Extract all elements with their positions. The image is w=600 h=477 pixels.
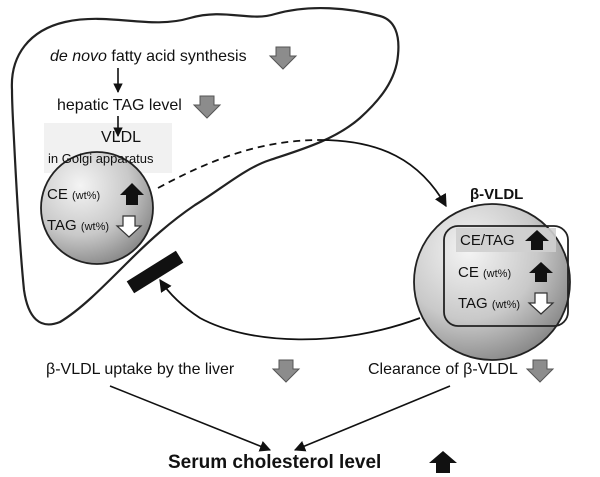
vldl-ce-unit: (wt%) (72, 190, 101, 202)
uptake-label: β-VLDL uptake by the liver (46, 361, 235, 378)
vldl-tag-label: TAG (wt%) (47, 218, 109, 233)
vldl-particle (40, 151, 154, 265)
vldl-ce-up-icon (120, 183, 144, 205)
synthesis-italic-text: de novo (50, 48, 107, 65)
beta-tag-unit: (wt%) (491, 299, 521, 311)
hepatic-tag-label: hepatic TAG level (57, 97, 182, 114)
vldl-label: VLDL (101, 129, 142, 146)
receptor-block (126, 250, 184, 294)
vldl-tag-unit: (wt%) (80, 221, 110, 233)
beta-ce-unit: (wt%) (483, 268, 512, 280)
beta-vldl-title: β-VLDL (470, 186, 524, 203)
clearance-down-icon (525, 359, 555, 383)
serum-up-icon (429, 451, 457, 473)
beta-vldl-inner-box (443, 225, 569, 327)
beta-tag-down-icon (527, 292, 555, 315)
uptake-down-icon (271, 359, 301, 383)
secretion-dashed-path (157, 139, 321, 189)
uptake-to-serum-arrow (109, 385, 272, 452)
beta-ce-label: CE (wt%) (458, 265, 511, 280)
ratio-up-icon (525, 230, 549, 250)
synthesis-rest-text: fatty acid synthesis (111, 48, 247, 65)
ratio-label: CE/TAG (460, 232, 515, 249)
serum-label: Serum cholesterol level (168, 452, 382, 473)
clearance-to-serum-arrow (293, 385, 451, 452)
hepatic-tag-down-icon (192, 95, 222, 119)
beta-ce-up-icon (529, 262, 553, 282)
vldl-ce-text: CE (47, 186, 68, 203)
beta-tag-label: TAG (wt%) (458, 296, 520, 311)
beta-ce-text: CE (458, 264, 479, 281)
vldl-ce-label: CE (wt%) (47, 187, 100, 202)
vldl-tag-down-icon (115, 215, 143, 238)
secretion-arrow (319, 139, 447, 208)
synthesis-down-icon (268, 46, 298, 70)
golgi-label: in Golgi apparatus (48, 151, 154, 166)
uptake-arrow (159, 278, 421, 341)
beta-tag-text: TAG (458, 295, 488, 312)
synthesis-label: de novo fatty acid synthesis (50, 49, 247, 65)
vldl-tag-text: TAG (47, 217, 77, 234)
clearance-label: Clearance of β-VLDL (368, 361, 518, 378)
